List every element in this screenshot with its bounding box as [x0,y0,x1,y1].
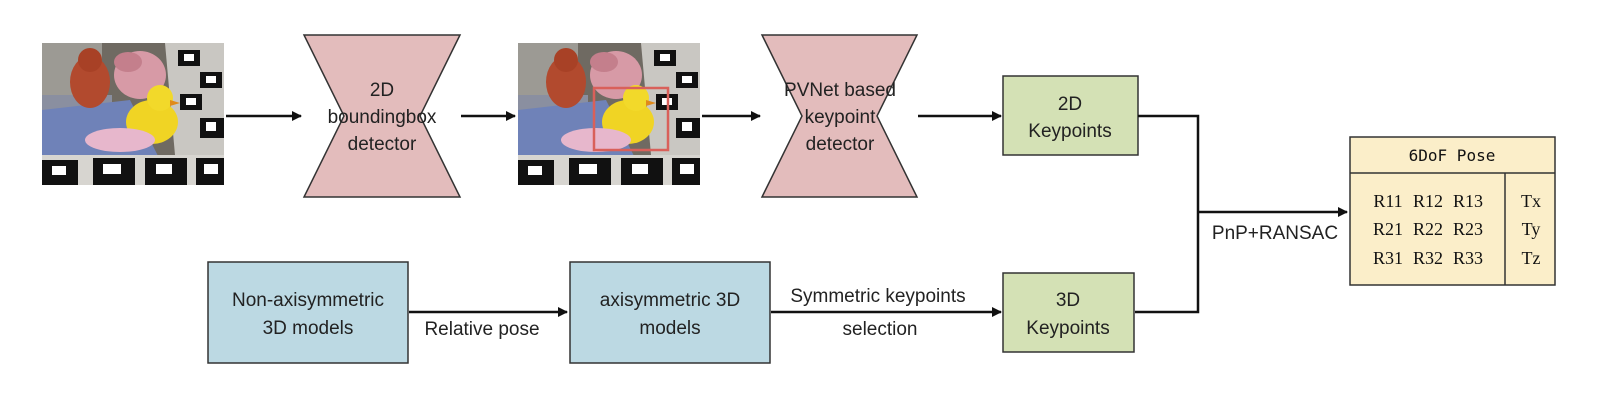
pose-r11: R11 [1373,191,1402,211]
pose-r32: R32 [1413,248,1443,268]
bbox-detector-node: 2D boundingbox detector [302,34,462,198]
pose-tx: Tx [1521,191,1541,211]
pose-r23: R23 [1453,219,1483,239]
keypoints-3d-label-1: 3D [1056,290,1080,311]
pose-tz: Tz [1522,248,1541,268]
pose-r22: R22 [1413,219,1443,239]
keypoints-3d-node: 3D Keypoints [1002,272,1135,353]
non-axisymmetric-label-1: Non-axisymmetric [232,290,384,311]
axisymmetric-label-1: axisymmetric 3D [600,290,740,311]
symmetric-keypoints-label-2: selection [843,319,918,340]
keypoint-detector-label-3: detector [806,134,875,155]
pose-r33: R33 [1453,248,1483,268]
keypoints-2d-label-2: Keypoints [1028,121,1111,142]
input-scene-image [42,43,224,185]
bbox-detector-label-2: boundingbox [328,107,437,128]
bbox-detector-label-1: 2D [370,80,394,101]
bbox-scene-image [518,43,700,185]
pose-output-node: 6DoF Pose R11 R12 R13 R21 R22 R23 R31 R3… [1349,136,1556,286]
keypoints-2d-label-1: 2D [1058,94,1082,115]
axisymmetric-models-node: axisymmetric 3D models [569,261,771,364]
pose-ty: Ty [1522,219,1541,239]
pose-r31: R31 [1373,248,1403,268]
keypoints-2d-node: 2D Keypoints [1002,75,1139,156]
pose-title: 6DoF Pose [1409,146,1496,165]
relative-pose-label: Relative pose [424,319,539,340]
pose-r21: R21 [1373,219,1403,239]
edge-keypoints-merge [1135,114,1200,314]
symmetric-keypoints-label-1: Symmetric keypoints [790,286,965,307]
axisymmetric-label-2: models [639,318,700,339]
pnp-ransac-label: PnP+RANSAC [1212,223,1338,244]
pose-r12: R12 [1413,191,1443,211]
keypoint-detector-label-1: PVNet based [784,80,896,101]
non-axisymmetric-models-node: Non-axisymmetric 3D models [207,261,409,364]
keypoint-detector-node: PVNet based keypoint detector [760,34,919,198]
pose-r13: R13 [1453,191,1483,211]
bounding-box-overlay [592,86,670,152]
keypoint-detector-label-2: keypoint [805,107,876,128]
bbox-detector-label-3: detector [348,134,417,155]
keypoints-3d-label-2: Keypoints [1026,318,1109,339]
non-axisymmetric-label-2: 3D models [263,318,354,339]
